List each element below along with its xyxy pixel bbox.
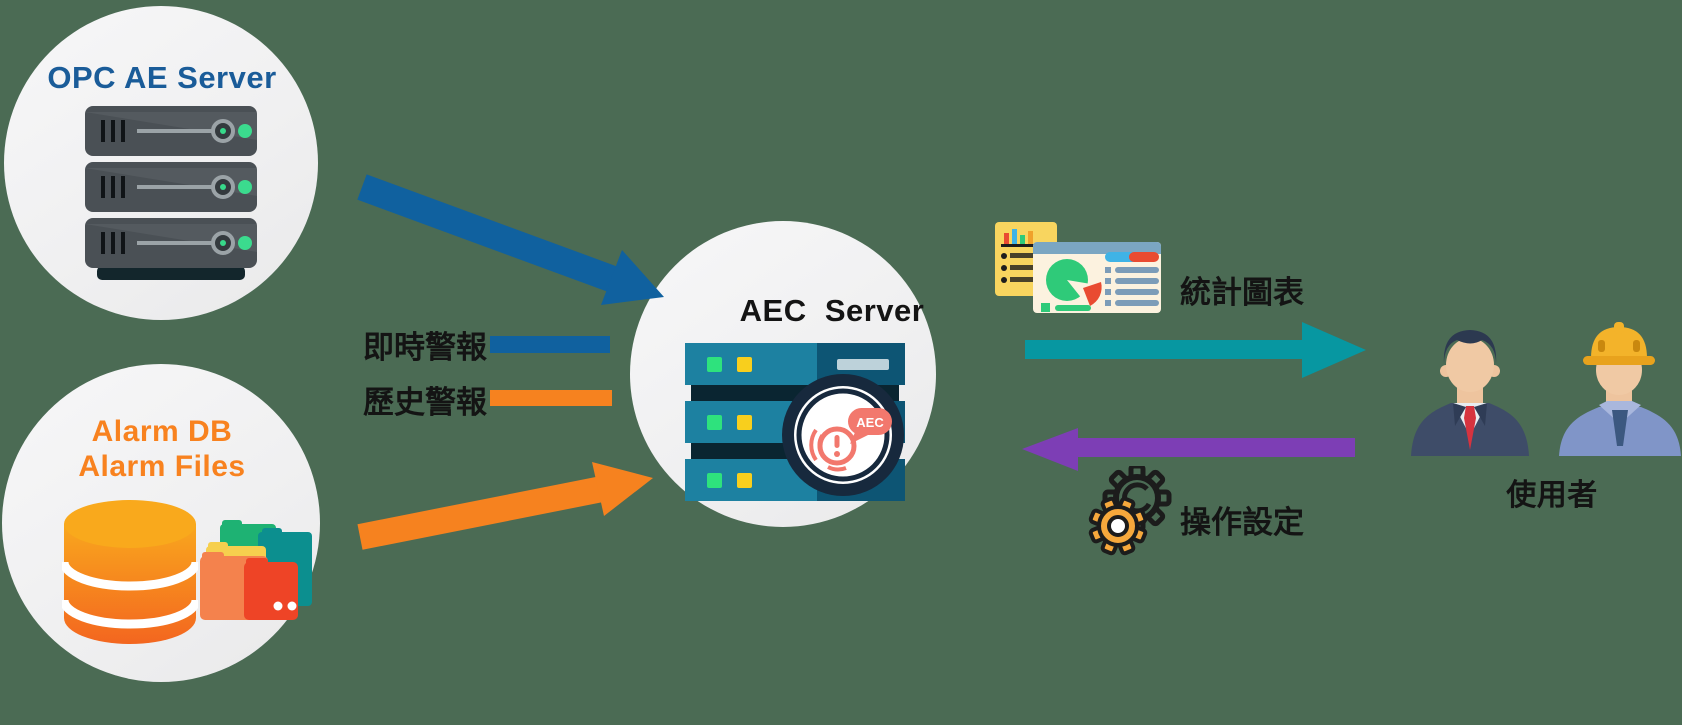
alarm-files-label: Alarm Files [78, 450, 246, 483]
settings-arrow [1022, 428, 1355, 471]
history-arrow [357, 462, 653, 550]
charts-flow-label: 統計圖表 [1180, 275, 1304, 310]
opc-server-title: OPC AE Server [47, 60, 277, 95]
server-rack-icon [85, 106, 257, 280]
alarm-db-label: Alarm DB [91, 415, 233, 448]
businessman-icon [1411, 330, 1529, 456]
chart-window-icon [995, 222, 1161, 313]
folders-icon [200, 520, 312, 620]
legend-realtime-label: 即時警報 [363, 330, 487, 365]
legend-history-swatch [490, 390, 612, 406]
users-label: 使用者 [1506, 479, 1598, 512]
database-icon [62, 500, 198, 644]
gear-icon [1088, 466, 1172, 556]
alarm-sources-title: Alarm DB Alarm Files [40, 414, 284, 484]
aec-badge-label: AEC [856, 415, 884, 430]
small-gear [1088, 496, 1148, 556]
charts-arrow [1025, 322, 1366, 378]
legend-history-label: 歷史警報 [363, 385, 487, 420]
users-icon [1411, 322, 1681, 456]
worker-icon [1559, 322, 1681, 456]
dashboard-window [1033, 242, 1161, 313]
folder-red [244, 558, 298, 620]
aec-server-title: AEC Server [739, 293, 925, 328]
legend-realtime-swatch [490, 336, 610, 353]
settings-flow-label: 操作設定 [1180, 505, 1304, 540]
aec-alert-badge: AEC [782, 374, 904, 496]
realtime-arrow [357, 174, 664, 305]
aec-speech-bubble: AEC [848, 408, 892, 444]
